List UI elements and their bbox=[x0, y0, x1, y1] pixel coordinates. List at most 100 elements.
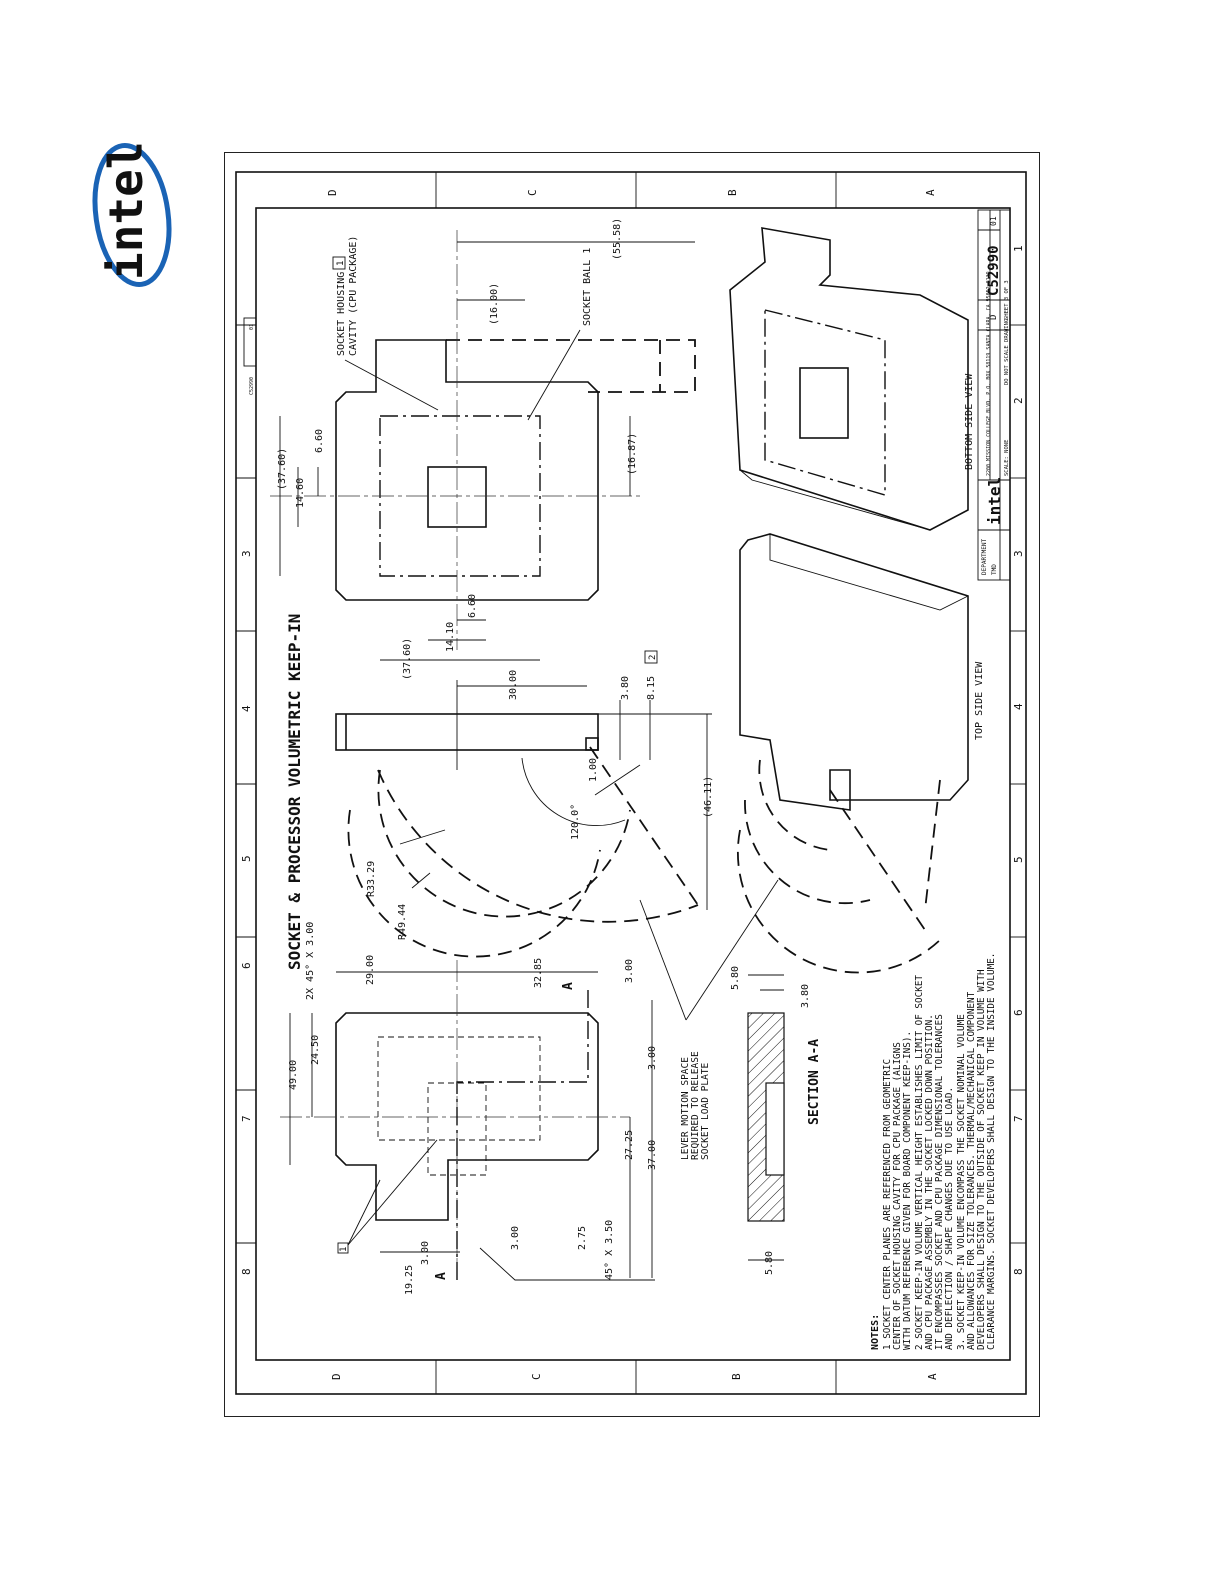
outer-border bbox=[235, 171, 1027, 1395]
tb-do-not-scale: DO NOT SCALE DRAWING bbox=[1004, 319, 1010, 385]
section-dim-5-80-a: 5.80 bbox=[730, 966, 741, 990]
tb-scale: SCALE: NONE bbox=[1004, 440, 1010, 476]
top-ball-label: SOCKET BALL 1 bbox=[582, 248, 593, 326]
top-housing-label-2: CAVITY (CPU PACKAGE) bbox=[348, 236, 359, 356]
zone-col-5-right: 5 bbox=[1012, 856, 1025, 863]
zone-row-a-bottom: A bbox=[926, 1373, 939, 1380]
front-view bbox=[280, 960, 655, 1281]
lever-view bbox=[335, 680, 779, 1021]
front-dim-3-c: 3.00 bbox=[420, 1241, 431, 1265]
zone-ticks bbox=[236, 172, 1026, 1394]
zone-col-5-left: 5 bbox=[240, 855, 253, 862]
small-box-drawing-no: C52990 bbox=[249, 377, 255, 395]
notes-line-10: DEVELOPERS SHALL DESIGN TO THE OUTSIDE O… bbox=[976, 969, 987, 1350]
front-dim-29: 29.00 bbox=[365, 955, 376, 985]
tb-dept-code: TMD bbox=[991, 564, 998, 575]
zone-col-3-left: 3 bbox=[240, 550, 253, 557]
zone-col-6-left: 6 bbox=[240, 962, 253, 969]
section-view bbox=[747, 974, 785, 1261]
top-dim-14-60: 14.60 bbox=[295, 478, 306, 508]
zone-row-d-bottom: D bbox=[330, 1373, 343, 1380]
front-chamfer-top: 2X 45° X 3.00 bbox=[305, 922, 316, 1000]
notes-line-2: CENTER OF SOCKET HOUSING CAVITY FOR CPU … bbox=[892, 1042, 903, 1350]
top-housing-callout: 1 bbox=[336, 261, 346, 266]
top-view-label: TOP SIDE VIEW bbox=[974, 661, 985, 740]
top-side-view bbox=[737, 533, 969, 974]
tb-size: D bbox=[989, 315, 999, 320]
bottom-view-label: BOTTOM SIDE VIEW bbox=[964, 373, 975, 470]
tb-address: 2200 MISSION COLLEGE BLVD. P.O. BOX 5811… bbox=[986, 271, 992, 476]
notes-line-8: 3. SOCKET KEEP-IN VOLUME ENCOMPASS THE S… bbox=[956, 1014, 967, 1350]
section-dim-5-80-b: 5.80 bbox=[764, 1251, 775, 1275]
notes-line-7: AND DEFLECTION / SHAPE CHANGES DUE TO US… bbox=[944, 1087, 955, 1350]
zone-col-8-right: 8 bbox=[1012, 1268, 1025, 1275]
tb-sheet: SHEET 3 OF 3 bbox=[1004, 280, 1010, 320]
front-dim-3-a: 3.00 bbox=[624, 959, 635, 983]
zone-col-6-right: 6 bbox=[1012, 1009, 1025, 1016]
lever-dim-30: 30.00 bbox=[508, 670, 519, 700]
zone-row-a-top: A bbox=[924, 189, 937, 196]
front-dim-24-50: 24.50 bbox=[310, 1035, 321, 1065]
front-dim-27-25: 27.25 bbox=[624, 1130, 635, 1160]
notes-line-4: 2 SOCKET KEEP-IN VOLUME VERTICAL HEIGHT … bbox=[914, 975, 925, 1350]
front-dim-2-75: 3.00 bbox=[510, 1226, 521, 1250]
small-box-rev: 01 bbox=[249, 324, 255, 330]
notes-line-3: WITH DATUM REFERENCE GIVEN FOR BOARD COM… bbox=[902, 1031, 913, 1350]
tb-rev: 01 bbox=[989, 216, 998, 226]
top-dim-16-87: (16.87) bbox=[627, 433, 638, 475]
zone-col-4-right: 4 bbox=[1012, 703, 1025, 710]
zone-col-7-right: 7 bbox=[1012, 1115, 1025, 1122]
section-dim-3-80: 3.80 bbox=[800, 984, 811, 1008]
zone-row-c-bottom: C bbox=[530, 1373, 543, 1380]
notes-line-9: AND ALLOWANCES FOR SIZE TOLERANCES. THER… bbox=[966, 991, 977, 1350]
zone-col-3-right: 3 bbox=[1012, 550, 1025, 557]
lever-dim-8-15: 8.15 bbox=[646, 676, 657, 700]
drawing-frame bbox=[224, 152, 1040, 1417]
zone-col-2-right: 2 bbox=[1012, 397, 1025, 404]
tb-intel-logo: intel bbox=[985, 477, 1004, 525]
lever-r2: R49.44 bbox=[397, 904, 408, 940]
zone-row-b-top: B bbox=[726, 189, 739, 196]
zone-col-7-left: 7 bbox=[240, 1115, 253, 1122]
section-mark-top: A bbox=[561, 982, 576, 990]
front-dim-19-25: 19.25 bbox=[404, 1265, 415, 1295]
section-mark-bottom: A bbox=[434, 1272, 449, 1280]
zone-col-8-left: 8 bbox=[240, 1268, 253, 1275]
title-block bbox=[977, 209, 1011, 581]
notes-line-1: 1 SOCKET CENTER PLANES ARE REFERENCED FR… bbox=[882, 1059, 893, 1350]
lever-callout-2: 2 bbox=[648, 655, 658, 660]
top-dim-14-10: 14.10 bbox=[445, 622, 456, 652]
lever-r1: R33.29 bbox=[366, 861, 377, 897]
front-dim-32-85: 32.85 bbox=[533, 958, 544, 988]
small-rev-box bbox=[243, 317, 257, 367]
lever-dim-1: 1.00 bbox=[588, 758, 599, 782]
top-dim-37-60-a: (37.60) bbox=[277, 448, 288, 490]
notes: NOTES: 1 SOCKET CENTER PLANES ARE REFERE… bbox=[870, 953, 997, 1350]
zone-row-c-top: C bbox=[526, 189, 539, 196]
top-housing-label: SOCKET HOUSING bbox=[336, 272, 347, 356]
bottom-side-view bbox=[729, 227, 969, 531]
top-dim-6-60-a: 6.60 bbox=[314, 429, 325, 453]
intel-logo: intel bbox=[92, 142, 172, 287]
tb-drawing-number: C52990 bbox=[986, 245, 1002, 296]
top-dim-37-60-b: (37.60) bbox=[402, 638, 413, 680]
tb-department: DEPARTMENT bbox=[981, 538, 988, 575]
lever-angle: 120.0° bbox=[570, 804, 581, 840]
front-chamfer-bottom: 45° X 3.50 bbox=[604, 1220, 615, 1280]
zone-col-1-right: 1 bbox=[1012, 245, 1025, 252]
front-dim-3-b: 3.00 bbox=[647, 1046, 658, 1070]
front-callout-1: 1 bbox=[339, 1247, 349, 1252]
lever-note: LEVER MOTION SPACE REQUIRED TO RELEASE S… bbox=[680, 1046, 711, 1160]
logo-text: intel bbox=[99, 142, 153, 280]
front-dim-49: 49.00 bbox=[288, 1060, 299, 1090]
top-dim-55-58: (55.58) bbox=[612, 218, 623, 260]
front-dim-37: 37.00 bbox=[647, 1140, 658, 1170]
notes-line-11: CLEARANCE MARGINS. SOCKET DEVELOPERS SHA… bbox=[986, 953, 997, 1350]
lever-dim-46-11: (46.11) bbox=[703, 776, 714, 818]
top-view bbox=[270, 230, 696, 661]
zone-col-4-left: 4 bbox=[240, 705, 253, 712]
lever-dim-3-80: 3.80 bbox=[620, 676, 631, 700]
notes-line-5: AND CPU PACKAGE ASSEMBLY IN THE SOCKET L… bbox=[924, 1014, 935, 1350]
front-dim-2-50: 2.75 bbox=[577, 1226, 588, 1250]
